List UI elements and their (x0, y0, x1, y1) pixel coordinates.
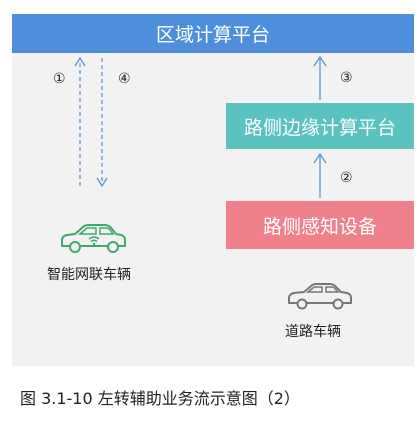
step-4-marker: ④ (118, 71, 131, 87)
roadside-edge-computing-platform: 路侧边缘计算平台 (226, 103, 414, 149)
road-vehicle-label: 道路车辆 (285, 324, 341, 340)
car-icon (288, 283, 352, 310)
roadside-edge-computing-platform-label: 路侧边缘计算平台 (243, 116, 396, 139)
connected-car-icon (61, 224, 126, 253)
roadside-sensing-device: 路侧感知设备 (226, 201, 414, 249)
arrow-step-3-head (313, 55, 327, 67)
regional-computing-platform: 区域计算平台 (12, 14, 414, 53)
figure-caption: 图 3.1-10 左转辅助业务流示意图（2） (20, 389, 300, 408)
connected-vehicle-label: 智能网联车辆 (47, 267, 131, 283)
arrow-step-1-head (74, 56, 86, 67)
arrow-step-4-head (96, 177, 108, 188)
step-3-marker: ③ (340, 70, 353, 86)
regional-computing-platform-label: 区域计算平台 (155, 24, 270, 46)
step-1-marker: ① (53, 71, 66, 87)
arrow-step-2-head (313, 152, 327, 164)
diagram-background (12, 14, 414, 366)
roadside-sensing-device-label: 路侧感知设备 (262, 215, 377, 238)
step-2-marker: ② (340, 170, 353, 186)
